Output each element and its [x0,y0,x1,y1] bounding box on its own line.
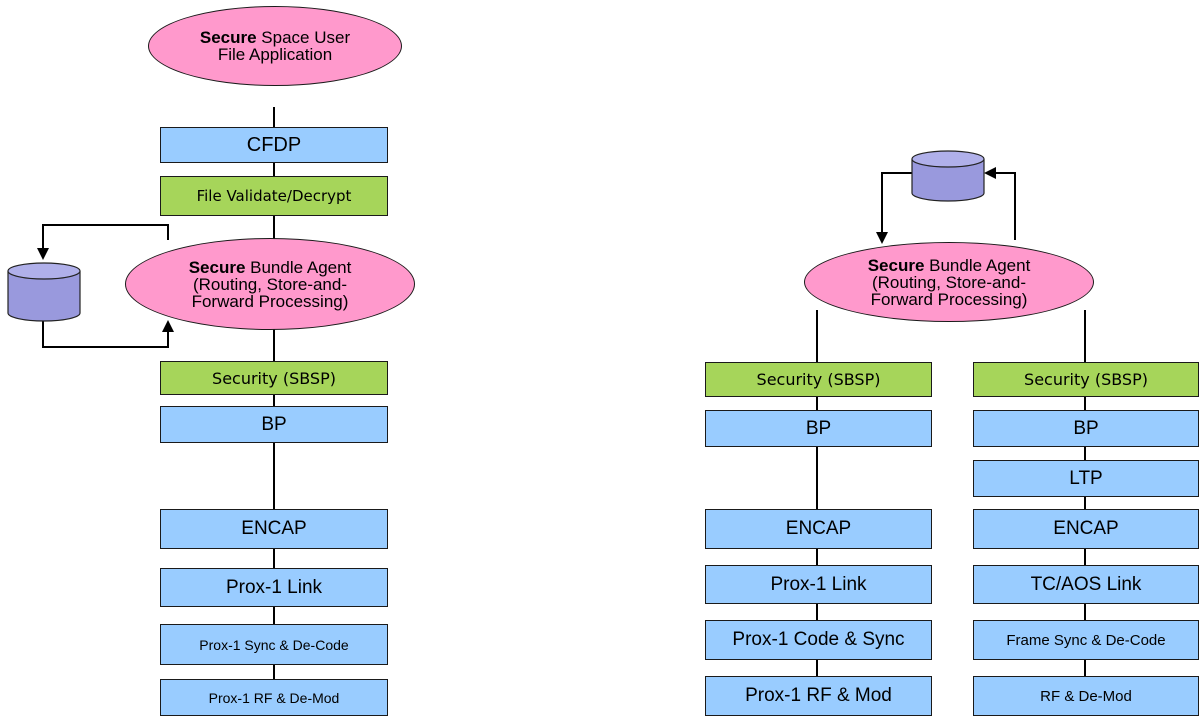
prox1-link-layer-a: Prox-1 Link [705,565,932,604]
cfdp-layer: CFDP [160,127,388,163]
app-line2: File Application [217,45,333,64]
app-rest-label: Space User [261,28,351,47]
security-sbsp-layer: Security (SBSP) [160,361,388,395]
agent-rest-label: Bundle Agent [929,255,1031,275]
arrowhead-icon [876,232,888,244]
ltp-layer-b: LTP [973,460,1199,497]
agent-line3: Forward Processing) [191,291,349,311]
secure-space-user-app: Secure Space User File Application [148,6,402,86]
prox1-rf-demod-layer: Prox-1 RF & De-Mod [160,679,388,716]
bp-layer-a: BP [705,410,932,447]
encap-layer: ENCAP [160,509,388,549]
encap-layer-a: ENCAP [705,509,932,549]
arrowhead-icon [162,320,174,332]
prox1-code-sync-layer-a: Prox-1 Code & Sync [705,620,932,660]
storage-cylinder-icon [7,262,81,322]
bp-layer-b: BP [973,410,1199,447]
security-sbsp-layer-b: Security (SBSP) [973,362,1199,397]
secure-bundle-agent-right: Secure Bundle Agent (Routing, Store-and-… [804,242,1094,322]
storage-cylinder-icon [911,150,985,202]
prox1-rf-mod-layer-a: Prox-1 RF & Mod [705,676,932,716]
secure-bundle-agent-left: Secure Bundle Agent (Routing, Store-and-… [125,238,415,330]
arrowhead-icon [37,248,49,260]
tc-aos-link-layer-b: TC/AOS Link [973,565,1199,604]
agent-line2: (Routing, Store-and- [192,274,348,294]
bp-layer: BP [160,406,388,443]
rf-demod-layer-b: RF & De-Mod [973,676,1199,716]
agent-rest-label: Bundle Agent [250,257,352,277]
arrowhead-icon [984,167,996,179]
agent-line2: (Routing, Store-and- [871,272,1027,292]
prox1-sync-decode-layer: Prox-1 Sync & De-Code [160,624,388,665]
file-validate-layer: File Validate/Decrypt [160,176,388,216]
app-bold-label: Secure [199,28,257,47]
agent-bold-label: Secure [867,255,925,275]
encap-layer-b: ENCAP [973,509,1199,549]
prox1-link-layer: Prox-1 Link [160,568,388,607]
agent-bold-label: Secure [188,257,246,277]
agent-line3: Forward Processing) [870,289,1028,309]
frame-sync-decode-layer-b: Frame Sync & De-Code [973,620,1199,660]
security-sbsp-layer-a: Security (SBSP) [705,362,932,397]
